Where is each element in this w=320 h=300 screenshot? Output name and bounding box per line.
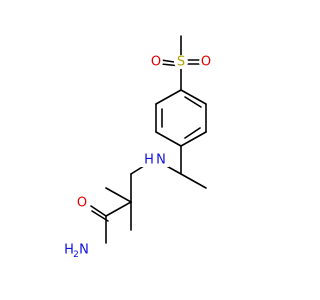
bond-ring-inner-1 — [184, 96, 202, 108]
amide-hydrogen-label: H — [64, 243, 74, 258]
oxygen-right-background — [199, 55, 213, 69]
amine-hydrogen-label: H — [144, 153, 154, 168]
oxygen-left-atom: O — [149, 55, 163, 70]
amine-nitrogen-background — [141, 153, 169, 167]
bond-layer — [90, 35, 207, 244]
bond-ch-methyl — [180, 173, 207, 189]
molecule-structure: S O O H N O H 2 — [63, 35, 213, 260]
carbonyl-oxygen-atom: O — [75, 196, 89, 211]
atom-layer: S O O H N O H 2 — [63, 55, 213, 260]
amine-nitrogen-atom: H N — [141, 153, 169, 168]
bond-ring-6 — [155, 89, 182, 105]
bond-ring-4 — [155, 131, 182, 147]
oxygen-right-label: O — [201, 55, 211, 70]
sulfur-atom-background — [174, 55, 188, 69]
amide-nitrogen-atom: H 2 N — [63, 241, 93, 260]
oxygen-right-atom: O — [199, 55, 213, 70]
amide-nitrogen-label: N — [79, 243, 89, 258]
molecule-diagram: S O O H N O H 2 — [63, 35, 213, 260]
amide-hydrogen-count: 2 — [73, 250, 79, 260]
bond-ring-3 — [180, 131, 207, 147]
carbonyl-oxygen-background — [75, 196, 89, 210]
bond-cq-methyl-left — [105, 187, 132, 203]
sulfur-label: S — [177, 55, 185, 70]
oxygen-left-label: O — [151, 55, 161, 70]
carbonyl-oxygen-label: O — [77, 196, 87, 211]
bond-cq-carbonyl — [105, 201, 132, 217]
bond-c-o-a — [90, 205, 107, 217]
amine-nitrogen-label: N — [156, 153, 166, 168]
amide-nitrogen-background — [63, 241, 93, 259]
bond-ring-inner-2 — [184, 127, 201, 139]
bond-ring-1 — [180, 89, 207, 105]
sulfur-atom: S — [174, 55, 188, 70]
oxygen-left-background — [149, 55, 163, 69]
